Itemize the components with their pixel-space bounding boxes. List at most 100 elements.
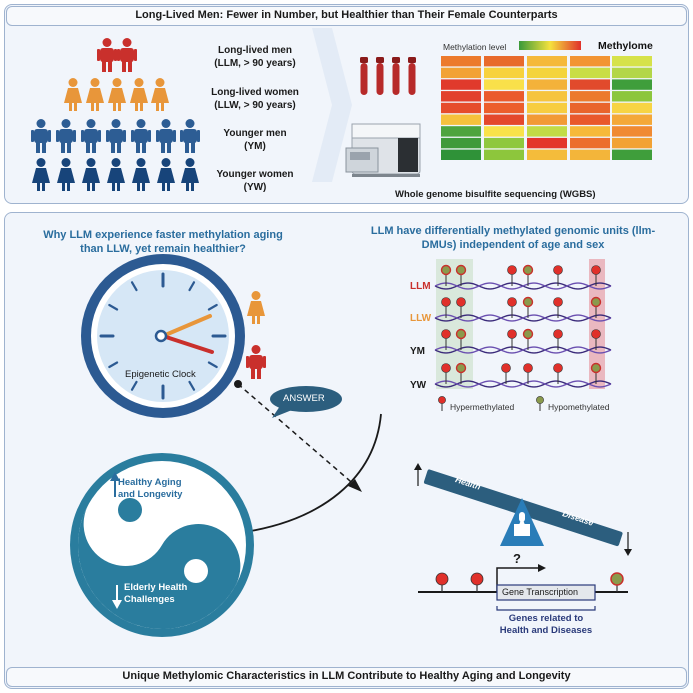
ym-person-icon: [56, 119, 76, 153]
heatmap-cell: [612, 114, 652, 125]
heatmap-cell: [441, 102, 481, 114]
hypermethylated-pin: [441, 363, 451, 373]
heatmap-cell: [612, 91, 652, 102]
heatmap-cell: [570, 56, 610, 67]
dna-strand: [434, 282, 612, 290]
hypermethylated-pin: [507, 329, 517, 339]
genes-related-label: Genes related to Health and Diseases: [499, 613, 593, 637]
heatmap-cell: [612, 137, 652, 149]
llw-person-icon: [108, 78, 126, 111]
llw-person-icon: [247, 291, 265, 324]
hypermethylated-pin: [591, 265, 601, 275]
question-mark: ?: [513, 551, 521, 566]
group-llm-desc: (LLM, > 90 years): [214, 57, 296, 69]
heatmap-cell: [441, 137, 481, 149]
hypomethylated-pin: [455, 328, 467, 340]
hypermethylated-pin: [441, 297, 451, 307]
clock-tick: [108, 361, 119, 369]
clock-tick: [130, 281, 138, 292]
heatmap-cell: [484, 91, 524, 102]
heatmap-cell: [527, 67, 567, 79]
tube-body: [376, 63, 384, 95]
heatmap-cell: [612, 79, 652, 90]
legend-hypo: Hypomethylated: [548, 402, 610, 412]
heatmap-cell: [527, 102, 567, 114]
yin-bottom-label: Elderly Health Challenges: [124, 582, 188, 606]
answer-label: ANSWER: [283, 393, 325, 404]
heatmap-cell: [527, 114, 567, 125]
clock-tick: [207, 361, 218, 369]
yw-person-icon: [107, 158, 125, 191]
dna-label-llm: LLM: [410, 281, 431, 292]
hypermethylated-pin: [523, 363, 533, 373]
llm-person-icon: [97, 38, 117, 72]
heatmap-cell: [527, 126, 567, 137]
methylation-level-label: Methylation level: [443, 42, 507, 52]
group-llw-name: Long-lived women: [211, 87, 299, 98]
yw-person-icon: [132, 158, 150, 191]
clock-tick: [188, 281, 196, 292]
heatmap-cell: [441, 67, 481, 79]
hypomethylated-pin: [522, 328, 534, 340]
heatmap-cell: [527, 91, 567, 102]
tube-cap: [408, 57, 416, 63]
tube-cap: [376, 57, 384, 63]
tube-body: [408, 63, 416, 95]
tube-body: [392, 63, 400, 95]
llw-person-icon: [64, 78, 82, 111]
group-yw-label: Younger women (YW): [200, 169, 310, 194]
hypermethylated-pin: [441, 329, 451, 339]
heatmap-cell: [527, 79, 567, 90]
yw-person-icon: [32, 158, 50, 191]
dna-label-llw: LLW: [410, 313, 432, 324]
heatmap-cell: [484, 114, 524, 125]
llm-person-icon: [246, 345, 266, 379]
ym-person-icon: [156, 119, 176, 153]
group-ym-label: Younger men (YM): [200, 128, 310, 153]
heatmap-cell: [441, 149, 481, 160]
heatmap-cell: [441, 114, 481, 125]
heatmap-cell: [484, 79, 524, 90]
clock-tick: [108, 303, 119, 311]
clock-tick: [130, 380, 138, 391]
heatmap-cell: [612, 149, 652, 160]
hypermethylated-pin: [591, 329, 601, 339]
group-llw-desc: (LLW, > 90 years): [214, 99, 296, 111]
group-llm-label: Long-lived men (LLM, > 90 years): [200, 45, 310, 70]
dna-label-ym: YM: [410, 346, 425, 357]
heatmap-cell: [612, 102, 652, 114]
heatmap-cell: [527, 56, 567, 67]
heatmap-cell: [612, 67, 652, 79]
gene-transcription-label: Gene Transcription: [502, 587, 579, 597]
heatmap-cell: [570, 114, 610, 125]
ym-person-icon: [31, 119, 51, 153]
yin-top-label: Healthy Aging and Longevity: [118, 477, 183, 501]
yw-person-icon: [181, 158, 199, 191]
hypomethylated-pin: [440, 264, 452, 276]
hypomethylated-pin: [590, 362, 602, 374]
heatmap-cell: [441, 79, 481, 90]
heatmap-cell: [441, 56, 481, 67]
llw-person-icon: [130, 78, 148, 111]
hypermethylated-pin: [456, 297, 466, 307]
legend-hyper: Hypermethylated: [450, 402, 515, 412]
hypermethylated-pin: [553, 363, 563, 373]
heatmap-cell: [484, 149, 524, 160]
hypermethylated-pin: [501, 363, 511, 373]
clock-tick: [207, 303, 218, 311]
ym-person-icon: [106, 119, 126, 153]
dna-strand: [434, 346, 612, 354]
heatmap-cell: [570, 67, 610, 79]
heatmap-cell: [570, 79, 610, 90]
heatmap-cell: [484, 102, 524, 114]
tube-body: [360, 63, 368, 95]
heatmap-cell: [527, 149, 567, 160]
ym-person-icon: [131, 119, 151, 153]
